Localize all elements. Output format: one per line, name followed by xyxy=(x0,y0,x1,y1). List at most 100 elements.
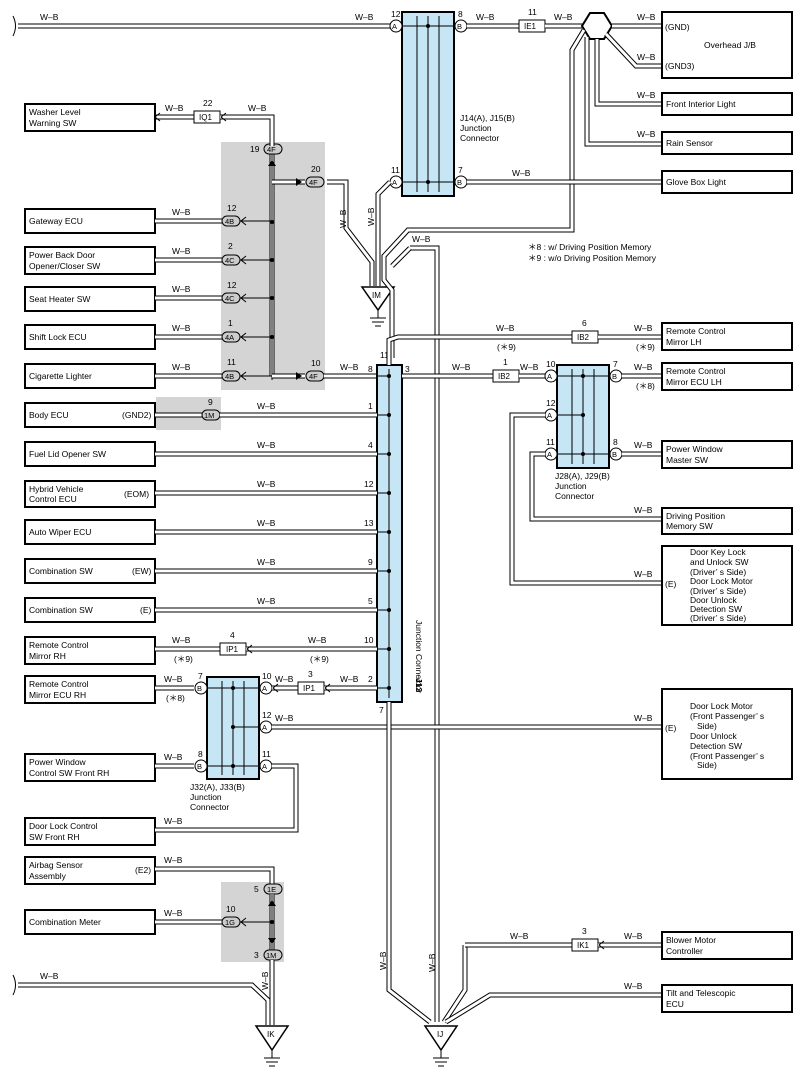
svg-text:6: 6 xyxy=(582,318,587,328)
left-component-body-ecu: Body ECU (GND2) 1M 9 W–B 1 xyxy=(24,397,377,428)
left-component-auto-wiper: Auto Wiper ECU W–B 13 xyxy=(24,518,377,545)
svg-text:11: 11 xyxy=(227,357,236,367)
svg-text:(Driver’ s Side): (Driver’ s Side) xyxy=(690,586,746,596)
svg-text:4C: 4C xyxy=(225,256,235,265)
svg-text:W–B: W–B xyxy=(476,12,495,22)
svg-text:4F: 4F xyxy=(267,145,276,154)
svg-text:W–B: W–B xyxy=(338,209,348,228)
svg-text:1: 1 xyxy=(503,357,508,367)
svg-text:W–B: W–B xyxy=(40,971,59,981)
svg-text:W–B: W–B xyxy=(510,931,529,941)
svg-text:IM: IM xyxy=(372,291,381,300)
svg-text:W–B: W–B xyxy=(340,362,359,372)
svg-text:Mirror ECU LH: Mirror ECU LH xyxy=(666,377,722,387)
svg-text:IB2: IB2 xyxy=(498,372,511,381)
svg-text:W–B: W–B xyxy=(248,103,267,113)
left-component-rcm-rh: Remote Control Mirror RH W–B (＊9) IP1 4 … xyxy=(24,630,377,665)
svg-text:Assembly: Assembly xyxy=(29,871,67,881)
wire-to-ik: W–B W–B IK xyxy=(12,960,290,1067)
svg-text:W–B: W–B xyxy=(165,103,184,113)
svg-text:W–B: W–B xyxy=(427,953,437,972)
svg-text:Mirror LH: Mirror LH xyxy=(666,337,701,347)
svg-text:Power Back Door: Power Back Door xyxy=(29,250,95,260)
svg-text:B: B xyxy=(612,372,617,381)
svg-text:W–B: W–B xyxy=(378,951,388,970)
svg-text:ECU: ECU xyxy=(666,999,684,1009)
connector-4-column: 4F 19 4F 20 4F 10 xyxy=(250,140,325,382)
svg-text:W–B: W–B xyxy=(164,908,183,918)
svg-text:W–B: W–B xyxy=(172,362,191,372)
svg-text:Fuel Lid Opener SW: Fuel Lid Opener SW xyxy=(29,449,106,459)
svg-text:8: 8 xyxy=(198,749,203,759)
svg-text:Blower Motor: Blower Motor xyxy=(666,935,716,945)
svg-text:Hybrid Vehicle: Hybrid Vehicle xyxy=(29,484,84,494)
svg-text:W–B: W–B xyxy=(624,931,643,941)
svg-text:4A: 4A xyxy=(225,333,234,342)
svg-text:W–B: W–B xyxy=(634,323,653,333)
svg-text:(Driver’ s Side): (Driver’ s Side) xyxy=(690,567,746,577)
svg-text:Remote Control: Remote Control xyxy=(666,366,726,376)
svg-text:8: 8 xyxy=(458,9,463,19)
svg-text:(EW): (EW) xyxy=(132,566,152,576)
svg-text:W–B: W–B xyxy=(340,674,359,684)
svg-text:Controller: Controller xyxy=(666,946,703,956)
svg-text:Combination Meter: Combination Meter xyxy=(29,917,101,927)
svg-text:Connector: Connector xyxy=(460,133,499,143)
svg-text:W–B: W–B xyxy=(164,752,183,762)
svg-text:W–B: W–B xyxy=(257,440,276,450)
svg-text:12: 12 xyxy=(391,9,401,19)
wire-ie1: IE1 11 W–B W–B xyxy=(467,7,614,40)
svg-text:Power Window: Power Window xyxy=(666,444,724,454)
svg-text:Opener/Closer SW: Opener/Closer SW xyxy=(29,261,100,271)
svg-text:IK: IK xyxy=(267,1030,275,1039)
svg-text:W–B: W–B xyxy=(624,981,643,991)
svg-text:12: 12 xyxy=(227,203,237,213)
svg-text:Power Window: Power Window xyxy=(29,757,87,767)
svg-text:8: 8 xyxy=(613,437,618,447)
svg-text:W–B: W–B xyxy=(496,323,515,333)
svg-text:2: 2 xyxy=(228,241,233,251)
svg-text:W–B: W–B xyxy=(637,129,656,139)
svg-text:W–B: W–B xyxy=(172,323,191,333)
svg-text:(Front Passenger’ s: (Front Passenger’ s xyxy=(690,711,764,721)
note-8: ＊8 : w/ Driving Position Memory xyxy=(528,242,652,252)
svg-text:W–B: W–B xyxy=(634,505,653,515)
svg-text:9: 9 xyxy=(208,397,213,407)
svg-text:2: 2 xyxy=(368,674,373,684)
svg-text:Mirror RH: Mirror RH xyxy=(29,651,66,661)
wire-j13-to-j28: W–B IB2 1 W–B xyxy=(402,357,545,383)
svg-text:W–B: W–B xyxy=(275,674,294,684)
svg-text:19: 19 xyxy=(250,144,260,154)
svg-text:IB2: IB2 xyxy=(577,333,590,342)
svg-text:10: 10 xyxy=(546,359,556,369)
svg-text:(＊8): (＊8) xyxy=(636,381,655,391)
svg-text:12: 12 xyxy=(546,398,556,408)
svg-text:10: 10 xyxy=(226,904,236,914)
svg-text:and Unlock SW: and Unlock SW xyxy=(690,557,749,567)
svg-text:SW Front RH: SW Front RH xyxy=(29,832,80,842)
wire-j13-to-ij: W–B IJ xyxy=(378,702,662,1067)
left-component-airbag: Airbag Sensor Assembly (E2) W–B xyxy=(24,855,275,885)
svg-text:W–B: W–B xyxy=(40,12,59,22)
svg-text:1E: 1E xyxy=(267,885,276,894)
svg-text:J14(A), J15(B): J14(A), J15(B) xyxy=(460,113,515,123)
svg-text:W–B: W–B xyxy=(554,12,573,22)
svg-text:W–B: W–B xyxy=(172,246,191,256)
svg-text:Junction Connector: Junction Connector xyxy=(414,620,424,693)
rcm-ecu-lh: W–B (＊8) Remote Control Mirror ECU LH xyxy=(622,362,793,391)
svg-text:W–B: W–B xyxy=(257,401,276,411)
svg-text:A: A xyxy=(392,22,397,31)
svg-text:W–B: W–B xyxy=(634,440,653,450)
svg-text:Driving Position: Driving Position xyxy=(666,511,725,521)
j13-splice-dots xyxy=(377,374,391,690)
left-component-rcm-ecu-rh: Remote Control Mirror ECU RH W–B (＊8) 7 xyxy=(24,671,203,704)
svg-text:B: B xyxy=(197,762,202,771)
svg-text:7: 7 xyxy=(613,359,618,369)
svg-text:Connector: Connector xyxy=(555,491,594,501)
svg-text:W–B: W–B xyxy=(355,12,374,22)
svg-text:12: 12 xyxy=(364,479,374,489)
svg-text:Detection SW: Detection SW xyxy=(690,604,742,614)
svg-text:12: 12 xyxy=(262,710,272,720)
svg-text:4C: 4C xyxy=(225,294,235,303)
svg-text:W–B: W–B xyxy=(637,52,656,62)
